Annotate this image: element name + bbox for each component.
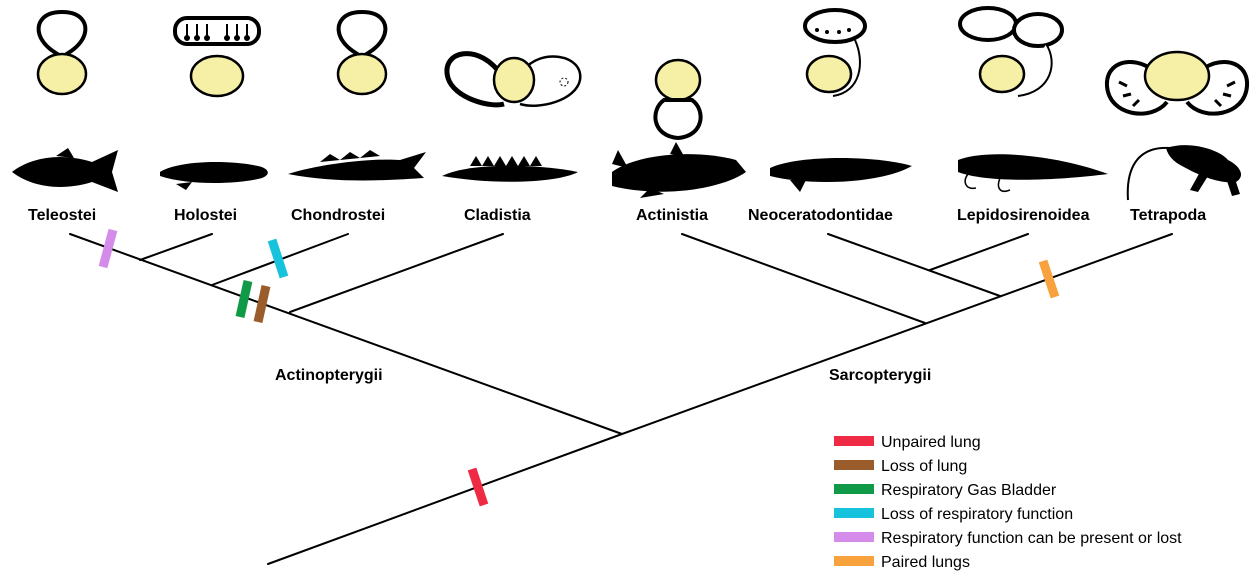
mark-respiratory-present-or-lost (103, 230, 113, 267)
legend-swatch (834, 460, 874, 470)
legend-swatch (834, 484, 874, 494)
neoceratodontidae-silhouette (770, 158, 912, 192)
lepidosirenoidea-lung-icon (960, 8, 1062, 96)
legend-item-respiratory-present-or-lost: Respiratory function can be present or l… (834, 530, 1182, 547)
legend-item-loss-of-respiratory-function: Loss of respiratory function (834, 506, 1073, 523)
legend-swatch (834, 532, 874, 542)
teleostei-bladder-icon (38, 12, 86, 94)
chondrostei-silhouette (288, 150, 426, 181)
mark-loss-of-lung (258, 286, 266, 322)
legend: Unpaired lung Loss of lung Respiratory G… (834, 434, 1182, 571)
label-chondrostei: Chondrostei (291, 207, 385, 224)
actinistia-lung-icon (655, 60, 700, 138)
label-cladistia: Cladistia (464, 207, 531, 224)
cladistia-lung-icon (447, 54, 580, 106)
tetrapoda-silhouette (1128, 145, 1241, 200)
legend-item-loss-of-lung: Loss of lung (834, 458, 967, 475)
teleostei-silhouette (12, 148, 118, 192)
sarcopterygii-stem (622, 234, 1172, 434)
mark-unpaired-lung (472, 469, 484, 505)
lepidosirenoidea-silhouette (958, 154, 1108, 191)
mark-respiratory-gas-bladder (240, 281, 248, 317)
holostei-silhouette (160, 162, 268, 190)
legend-swatch (834, 436, 874, 446)
legend-swatch (834, 556, 874, 566)
branch-actinistia (682, 234, 925, 323)
label-neoceratodontidae: Neoceratodontidae (748, 207, 893, 224)
taxon-labels: Teleostei Holostei Chondrostei Cladistia… (28, 207, 1206, 224)
neoceratodontidae-lung-icon (805, 10, 865, 96)
organ-icons (38, 8, 1247, 138)
label-lepidosirenoidea: Lepidosirenoidea (957, 207, 1090, 224)
label-holostei: Holostei (174, 207, 237, 224)
branch-dipnoi (828, 234, 1000, 296)
root-branch (268, 434, 622, 564)
mark-loss-of-respiratory-function (272, 240, 284, 277)
legend-item-unpaired-lung: Unpaired lung (834, 434, 981, 451)
holostei-lung-icon (175, 18, 259, 96)
actinistia-silhouette (612, 142, 746, 198)
branch-cladistia (290, 234, 503, 312)
legend-label: Unpaired lung (881, 434, 981, 451)
label-sarcopterygii: Sarcopterygii (829, 367, 931, 384)
actinopterygii-stem (70, 234, 622, 434)
legend-item-paired-lungs: Paired lungs (834, 554, 970, 571)
label-actinistia: Actinistia (636, 207, 708, 224)
tetrapoda-lung-icon (1107, 52, 1247, 114)
legend-label: Respiratory function can be present or l… (881, 530, 1182, 547)
branch-holostei (140, 234, 212, 260)
legend-label: Loss of lung (881, 458, 967, 475)
chondrostei-bladder-icon (338, 12, 386, 94)
legend-item-respiratory-gas-bladder: Respiratory Gas Bladder (834, 482, 1057, 499)
legend-label: Respiratory Gas Bladder (881, 482, 1057, 499)
legend-swatch (834, 508, 874, 518)
branch-lepidosirenoidea (930, 234, 1028, 270)
label-actinopterygii: Actinopterygii (275, 367, 383, 384)
legend-label: Loss of respiratory function (881, 506, 1073, 523)
cladistia-silhouette (442, 156, 578, 182)
mark-paired-lungs (1043, 261, 1055, 297)
animal-silhouettes (12, 142, 1241, 200)
label-teleostei: Teleostei (28, 207, 96, 224)
label-tetrapoda: Tetrapoda (1130, 207, 1206, 224)
legend-label: Paired lungs (881, 554, 970, 571)
